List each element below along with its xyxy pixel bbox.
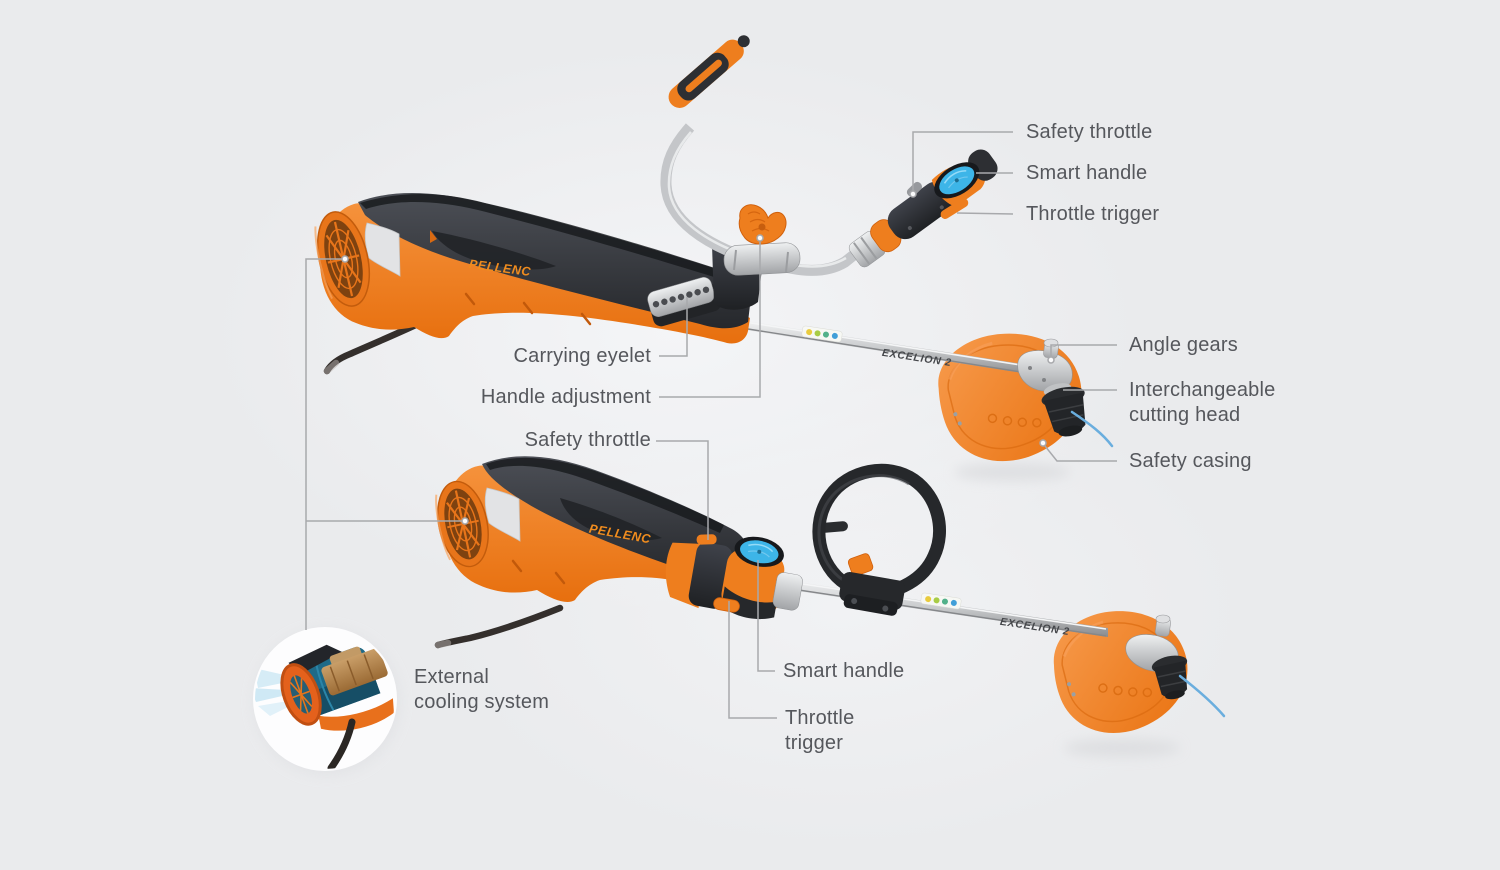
leader-smart-handle-bottom <box>757 560 775 672</box>
callout-angle-gears: Angle gears <box>1129 334 1238 356</box>
callout-interchangeable-cutting-head: Interchangeable cutting head <box>1129 379 1276 426</box>
callout-carrying-eyelet: Carrying eyelet <box>513 345 651 367</box>
power-cable <box>323 319 424 375</box>
leader-safety-throttle-top <box>912 131 1013 191</box>
trimmer-line <box>1178 674 1226 718</box>
smart-handle-part <box>665 531 803 620</box>
motor-cutaway <box>280 644 394 731</box>
callout-handle-adjustment: Handle adjustment <box>480 386 651 408</box>
power-cable <box>434 604 564 649</box>
leader-carrying-eyelet <box>659 297 688 357</box>
callout-throttle-trigger-bottom: Throttle trigger <box>785 707 855 754</box>
shaft: EXCELION 2 <box>746 321 1042 376</box>
left-grip <box>668 35 750 108</box>
inset-cable <box>327 718 356 769</box>
top-trimmer-illustration: EXCELION 2 <box>308 35 1114 462</box>
callout-smart-handle-top: Smart handle <box>1026 162 1148 184</box>
bottom-trimmer-illustration: EXCELION 2 PELLENC <box>429 456 1226 733</box>
soft-shadows <box>954 463 1180 757</box>
throttle-trigger-part <box>940 198 969 219</box>
leader-throttle-trigger-bottom <box>728 601 777 719</box>
throttle-trigger-part <box>713 597 740 613</box>
reflector-patch <box>364 222 401 277</box>
loop-handle <box>812 463 946 616</box>
callout-safety-casing: Safety casing <box>1129 450 1252 472</box>
leader-safety-casing <box>1044 445 1117 462</box>
loop-handle-clip <box>847 553 874 577</box>
leader-lines <box>305 131 1117 719</box>
leader-handle-adjustment <box>659 242 761 398</box>
handle-adjustment-clamp <box>723 204 801 276</box>
reflector-patch <box>484 487 521 542</box>
callout-safety-throttle-bottom: Safety throttle <box>524 429 651 451</box>
carrying-eyelet-part <box>647 277 722 327</box>
leader-throttle-trigger-top <box>956 212 1014 215</box>
trimmer-line <box>1070 410 1114 448</box>
shaft: EXCELION 2 <box>770 578 1108 638</box>
loop-handle-clamp <box>839 571 906 616</box>
cutting-head <box>1041 383 1086 437</box>
cooling-system-inset <box>253 627 400 775</box>
callout-throttle-trigger-top: Throttle trigger <box>1026 203 1160 225</box>
callout-smart-handle-bottom: Smart handle <box>783 660 905 682</box>
leader-angle-gears <box>1050 344 1117 356</box>
cutting-head <box>1151 655 1188 700</box>
safety-throttle-lever <box>696 534 717 545</box>
callout-external-cooling-system: External cooling system <box>414 666 550 713</box>
powerhead: PELLENC <box>308 193 751 344</box>
leader-external-cooling <box>305 258 462 630</box>
leader-safety-throttle-bottom <box>656 440 709 540</box>
smart-handle-part <box>848 149 998 268</box>
callout-safety-throttle-top: Safety throttle <box>1026 121 1153 143</box>
